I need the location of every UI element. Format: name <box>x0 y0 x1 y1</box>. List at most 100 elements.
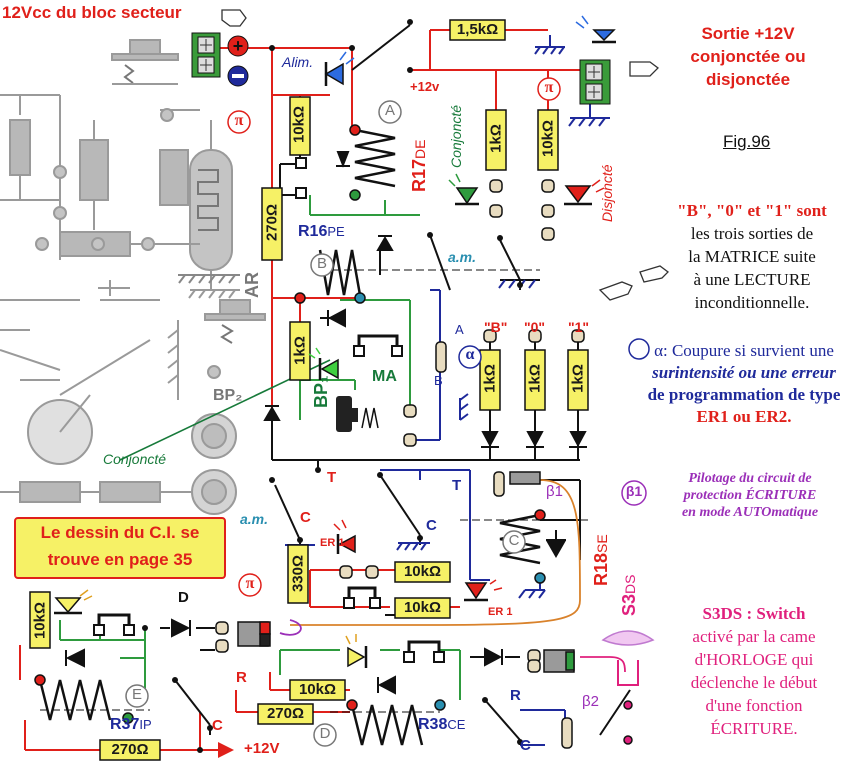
am-label: a.m. <box>448 249 477 265</box>
s3-note-line: activé par la came <box>692 627 816 646</box>
conjoncte-vertical-label: Conjoncté <box>448 104 464 168</box>
output-title: Sortie +12V conjonctée ou disjonctée <box>668 22 828 91</box>
resistor-270-label: 270Ω <box>111 741 149 758</box>
alpha-note-line: de programmation de type <box>647 385 841 404</box>
plus12v-top-label: +12v <box>410 79 440 94</box>
matrix-1-label: "1" <box>568 319 590 335</box>
resistor-1k-label: 1kΩ <box>481 364 499 393</box>
resistor-10k-label: 10kΩ <box>298 681 337 698</box>
s3-note-line: d'HORLOGE qui <box>694 650 814 669</box>
pi-circles <box>227 77 561 597</box>
relay-b-suffix: PE <box>327 224 345 239</box>
ar-label: AR <box>242 272 262 298</box>
grey-mechanism-drawing <box>0 39 266 515</box>
resistor-330-label: 330Ω <box>289 554 307 593</box>
diodes <box>65 151 587 695</box>
c-label: C <box>300 509 311 526</box>
c-label: C <box>212 717 223 734</box>
alim-label: Alim. <box>282 54 314 70</box>
c-label: C <box>426 517 437 534</box>
resistor-1k-label: 1kΩ <box>569 364 587 393</box>
matrix-0-label: "0" <box>524 319 546 335</box>
plus12v-bottom-label: +12V <box>244 740 280 757</box>
resistor-270-label: 270Ω <box>263 203 281 242</box>
resistor-270-label: 270Ω <box>266 705 305 722</box>
relay-a-name: R17DE <box>409 139 430 192</box>
bp1-label: BP₁ <box>311 375 331 408</box>
s3-name: S3 <box>619 593 639 616</box>
relay-d-letter: D <box>319 725 331 742</box>
page-reference-note: Le dessin du C.I. se trouve en page 35 <box>14 517 226 579</box>
relay-a-suffix: DE <box>412 139 428 159</box>
output-title-line: disjonctée <box>705 70 791 89</box>
relay-b-letter: B <box>316 255 327 272</box>
r-label: R <box>510 687 521 704</box>
relay-a-name-text: R17 <box>409 158 429 192</box>
s3-note-line: ÉCRITURE. <box>710 719 798 738</box>
t-label: T <box>327 469 337 486</box>
s3-note-line: d'une fonction <box>705 696 803 715</box>
bp2-label: BP₂ <box>213 387 243 404</box>
switch-b-label: B <box>434 373 443 388</box>
am-label: a.m. <box>240 511 269 527</box>
relay-d-name-text: R38 <box>418 716 448 733</box>
output-terminal-block <box>579 59 611 105</box>
solder-pads <box>215 179 585 749</box>
s3-cam-switch <box>601 630 655 686</box>
matrix-note-line: les trois sorties de <box>690 224 814 243</box>
led-rays <box>79 15 605 645</box>
r-label: R <box>236 669 247 686</box>
junction-dots <box>142 19 523 753</box>
alpha-beta-circles <box>458 338 650 506</box>
resistor-bodies <box>29 19 589 761</box>
resistor-1-5k-label: 1,5kΩ <box>456 21 499 38</box>
alpha-note-line: surintensité ou une erreur <box>652 363 836 382</box>
switch-a-label: A <box>455 322 464 337</box>
coil-dots <box>34 124 633 745</box>
pointing-hand-icons <box>221 9 669 301</box>
figure-label: Fig.96 <box>723 132 771 151</box>
s3-note-line: déclenche le début <box>690 673 818 692</box>
resistor-1k-label: 1kΩ <box>291 336 309 365</box>
resistor-10k-label: 10kΩ <box>403 563 442 580</box>
plug-connectors <box>237 471 575 673</box>
beta1-note-line: Pilotage du circuit de <box>688 471 812 486</box>
s3-suffix: DS <box>622 574 638 594</box>
s3-vertical-label: S3DS <box>619 574 640 616</box>
s3-note-line: S3DS : Switch <box>702 604 806 623</box>
relay-c-letter: C <box>508 532 520 549</box>
alpha-note: α: Coupure si survient une surintensité … <box>624 340 864 428</box>
beta1-note: Pilotage du circuit de protection ÉCRITU… <box>650 470 850 521</box>
relay-e-name: R37IP <box>110 716 152 734</box>
d-label: D <box>178 589 189 606</box>
switch-bars <box>97 334 441 652</box>
svg-text:+: + <box>233 36 244 56</box>
er1-label: ER 1 <box>488 606 513 618</box>
matrix-note-line: inconditionnelle. <box>694 293 810 312</box>
output-title-line: Sortie +12V <box>701 24 795 43</box>
relay-c-name: R18SE <box>591 534 612 586</box>
bp1-pushbutton <box>336 396 379 432</box>
blue-wires <box>380 100 610 730</box>
relay-c-name-text: R18 <box>591 552 611 586</box>
er1-label: ER 1 <box>320 537 345 549</box>
relay-b-name-text: R16 <box>298 223 328 240</box>
pi-symbol: π <box>245 575 255 592</box>
resistor-1k-label: 1kΩ <box>526 364 544 393</box>
resistor-1k-label: 1kΩ <box>487 124 505 153</box>
supply-label: 12Vcc du bloc secteur <box>2 3 182 22</box>
page-reference-line: trouve en page 35 <box>47 550 193 569</box>
switch-contacts <box>93 157 445 663</box>
beta1-note-line: protection ÉCRITURE <box>683 488 817 503</box>
resistor-10k-label: 10kΩ <box>403 599 442 616</box>
disjoncte-vertical-label: Disjoncté <box>599 164 615 222</box>
c-label: C <box>520 737 531 754</box>
alpha-note-line: α: Coupure si survient une <box>654 341 834 360</box>
relay-e-letter: E <box>131 686 142 703</box>
page-reference-line: Le dessin du C.I. se <box>40 523 200 542</box>
alpha-note-line: ER1 ou ER2. <box>696 407 792 426</box>
relay-a-letter: A <box>384 102 395 119</box>
conjoncte-bottom-label: Conjoncté <box>103 451 167 467</box>
relay-b-name: R16PE <box>298 223 345 241</box>
